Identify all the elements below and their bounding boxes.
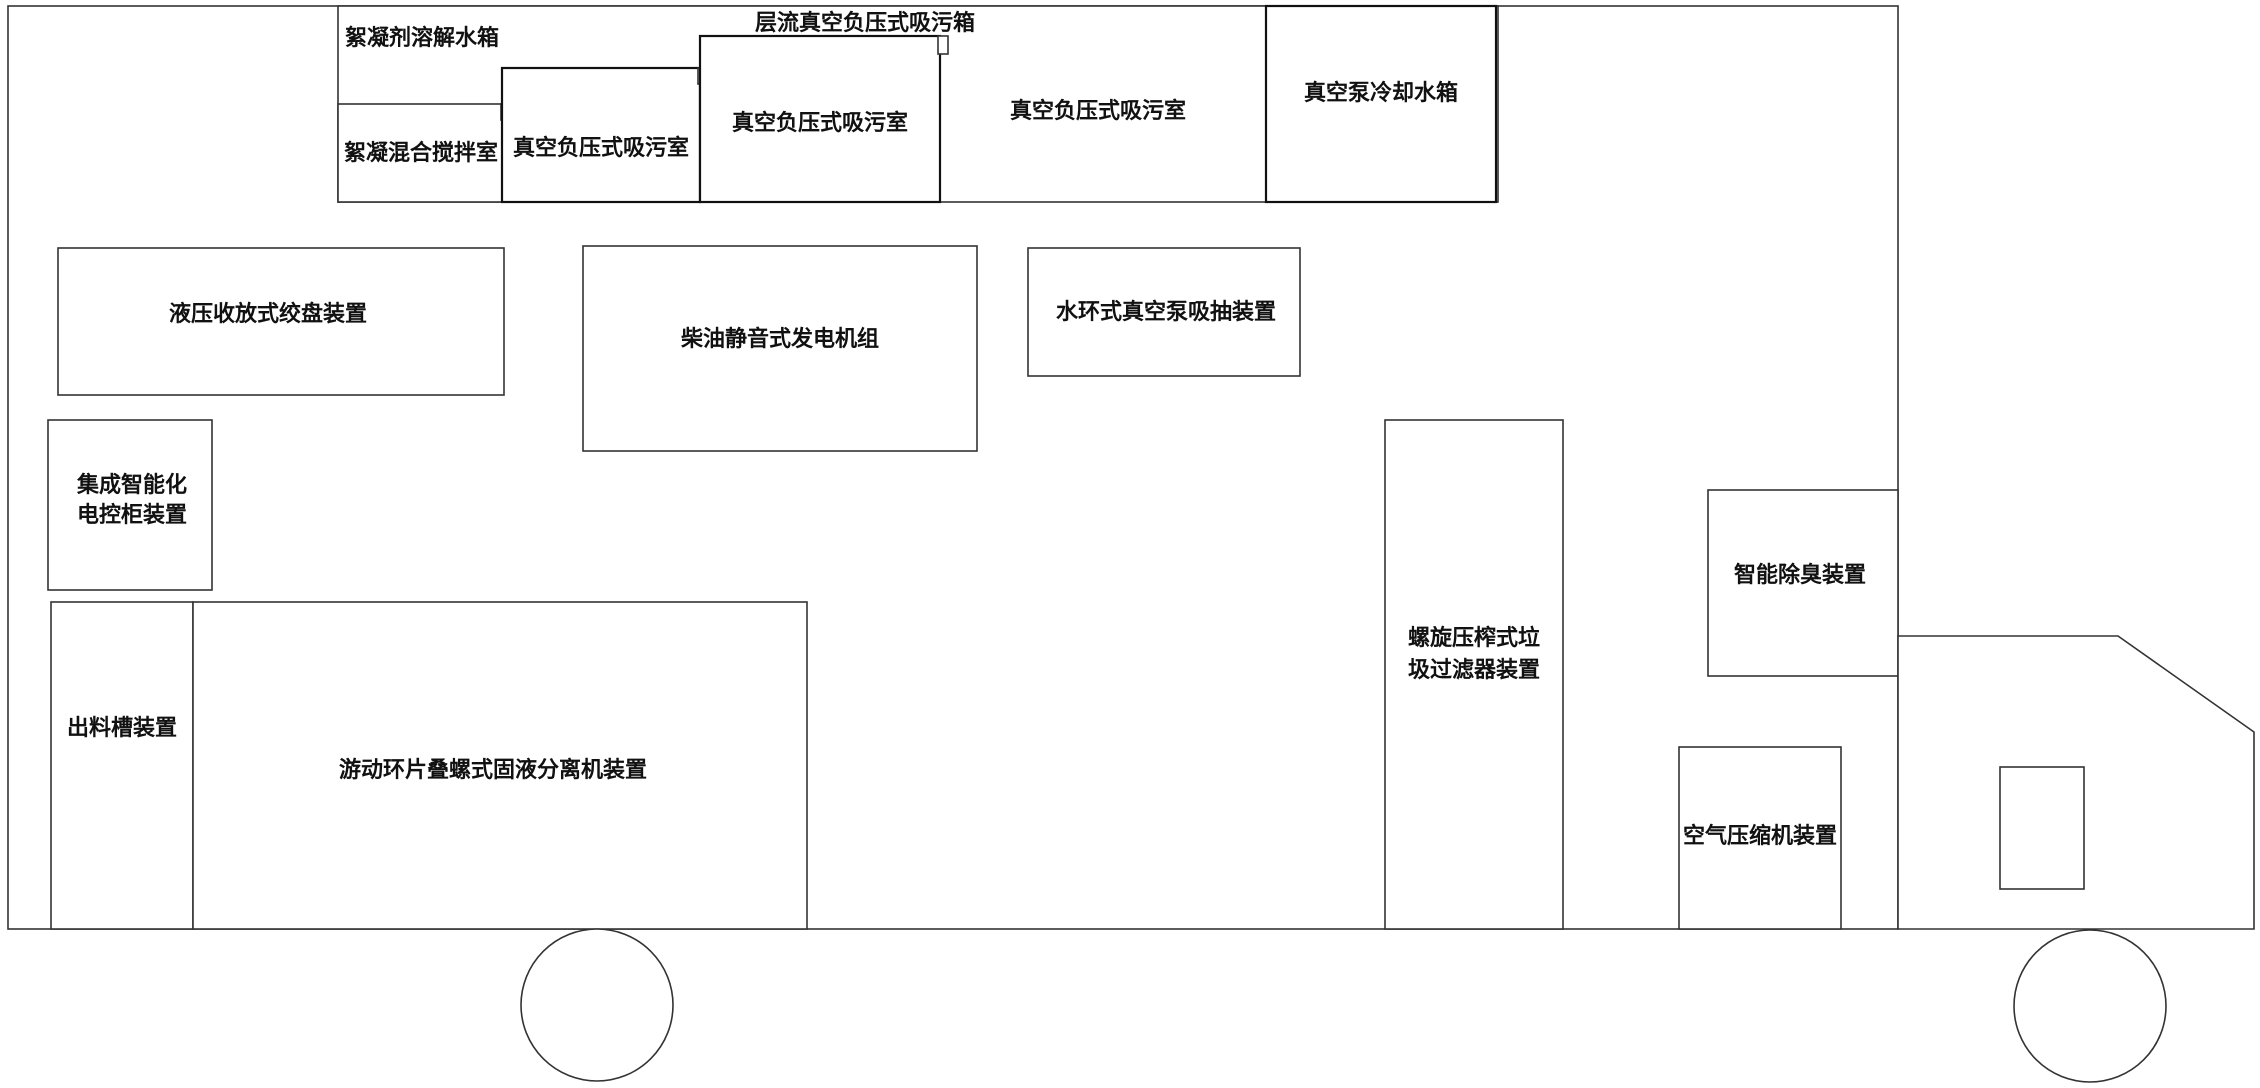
spiral-filter-box <box>1384 419 1564 930</box>
air-compressor-box <box>1678 746 1842 930</box>
water-ring-pump-box <box>1027 247 1301 377</box>
winch-label: 液压收放式绞盘装置 <box>169 301 367 327</box>
control-cabinet-label-line2: 电控柜装置 <box>77 502 187 528</box>
deodorizer-label: 智能除臭装置 <box>1734 562 1866 588</box>
water-ring-pump-label: 水环式真空泵吸抽装置 <box>1056 299 1276 325</box>
discharge-trough-label: 出料槽装置 <box>67 716 177 741</box>
control-cabinet-box <box>47 419 213 591</box>
vacuum-room-1-box <box>500 66 702 204</box>
floc-mix-room-label: 絮凝混合搅拌室 <box>344 140 498 166</box>
generator-label: 柴油静音式发电机组 <box>680 326 879 352</box>
valve-marker <box>937 35 949 55</box>
vacuum-room-2-label: 真空负压式吸污室 <box>732 110 908 136</box>
air-compressor-label: 空气压缩机装置 <box>1683 823 1837 849</box>
separator-label: 游动环片叠螺式固液分离机装置 <box>339 757 647 783</box>
laminar-box-label: 层流真空负压式吸污箱 <box>755 10 975 36</box>
spiral-filter-label-line1: 螺旋压榨式垃 <box>1408 625 1540 651</box>
discharge-trough-box <box>50 601 194 930</box>
vacuum-room-1-label: 真空负压式吸污室 <box>513 135 689 161</box>
floc-mix-room-box <box>337 103 505 203</box>
vacuum-room-3-label: 真空负压式吸污室 <box>1010 98 1186 124</box>
vacuum-room-2-box <box>698 34 942 204</box>
control-cabinet-label-line1: 集成智能化 <box>76 472 187 498</box>
front-wheel <box>2013 929 2167 1083</box>
separator-box <box>192 601 808 930</box>
spiral-filter-label-line2: 圾过滤器装置 <box>1408 658 1540 683</box>
cab-window <box>1999 766 2085 890</box>
pump-cooling-tank-box <box>1264 4 1498 204</box>
flocculant-tank-label: 絮凝剂溶解水箱 <box>345 25 499 51</box>
deodorizer-box <box>1707 489 1899 677</box>
winch-box <box>57 247 505 396</box>
rear-wheel <box>520 928 674 1082</box>
pump-cooling-tank-label: 真空泵冷却水箱 <box>1304 80 1458 106</box>
generator-box <box>582 245 978 452</box>
